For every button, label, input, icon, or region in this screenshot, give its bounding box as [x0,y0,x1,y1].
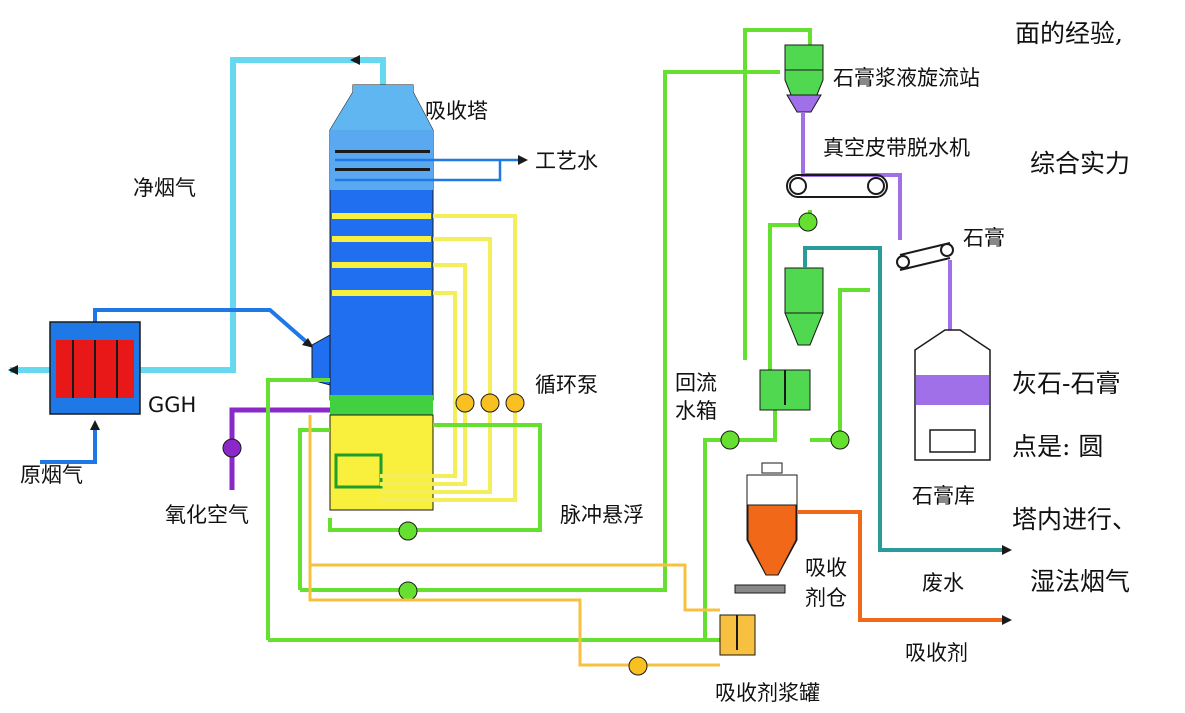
wastewater-line [803,246,1005,552]
vacuum-belt-label: 真空皮带脱水机 [823,136,970,160]
oxidation-air-pump-icon [222,438,242,458]
side-text-line1: 面的经验, [1015,19,1123,48]
return-tank-label-line2: 水箱 [675,399,717,423]
raw-flue-gas-label: 原烟气 [20,463,83,487]
secondary-cyclone [784,267,824,346]
circulation-lines [380,214,517,502]
absorbent-slurry-tank [719,614,756,656]
clean-gas-top-arrow-icon [350,55,360,65]
process-water-line [335,158,520,182]
absorbent-silo-label-line1: 吸收 [805,556,847,580]
side-text-line6: 湿法烟气 [1030,567,1130,596]
gypsum-label: 石膏 [963,226,1005,250]
hydrocyclone [784,44,824,113]
return-tank-label-line1: 回流 [675,371,717,395]
pulse-suspension-label: 脉冲悬浮 [560,503,644,527]
side-text-line3: 灰石-石膏 [1012,369,1120,398]
process-water-arrow-icon [518,155,528,165]
absorber-tower-label: 吸收塔 [425,99,488,123]
hydrocyclone-label: 石膏浆液旋流站 [833,66,980,90]
oxidation-air-line [229,407,330,490]
absorbent-silo-label-line2: 剂仓 [805,586,847,610]
orange-slurry-lines [308,415,720,667]
screw-feeder [734,584,786,594]
absorbent-pump-icon [628,656,648,676]
absorbent-label: 吸收剂 [905,641,968,665]
gypsum-conveyor [896,242,954,271]
raw-flue-gas-line [40,308,312,464]
wastewater-label: 废水 [922,571,964,595]
green-pump-icons [398,212,850,601]
absorbent-slurry-tank-label: 吸收剂浆罐 [715,681,820,705]
gypsum-store-label: 石膏库 [912,484,975,508]
circulation-pump-label: 循环泵 [535,373,598,397]
absorber-tower [311,84,434,511]
return-water-tank [759,369,811,411]
ggh-exchanger [49,321,141,415]
absorbent-silo [746,462,798,576]
green-slurry-lines [266,28,870,642]
vacuum-belt-filter [786,174,888,198]
side-text-line2: 综合实力 [1030,149,1130,178]
oxidation-air-label: 氧化空气 [165,503,249,527]
absorbent-arrow-icon [1002,615,1012,625]
side-text-line5: 塔内进行、 [1012,505,1137,534]
gypsum-store [914,329,991,461]
clean-gas-arrow-icon [8,365,18,375]
wastewater-arrow-icon [1002,545,1012,555]
side-text-line4: 点是: 圆 [1012,432,1103,461]
raw-gas-arrow-icon [90,420,100,430]
absorbent-line [797,510,1005,622]
clean-flue-gas-label: 净烟气 [133,176,196,200]
ggh-label: GGH [148,393,196,417]
tower-inlet-arrow-icon [302,338,314,348]
process-water-label: 工艺水 [535,149,598,173]
circulation-pump-icons [455,393,525,413]
